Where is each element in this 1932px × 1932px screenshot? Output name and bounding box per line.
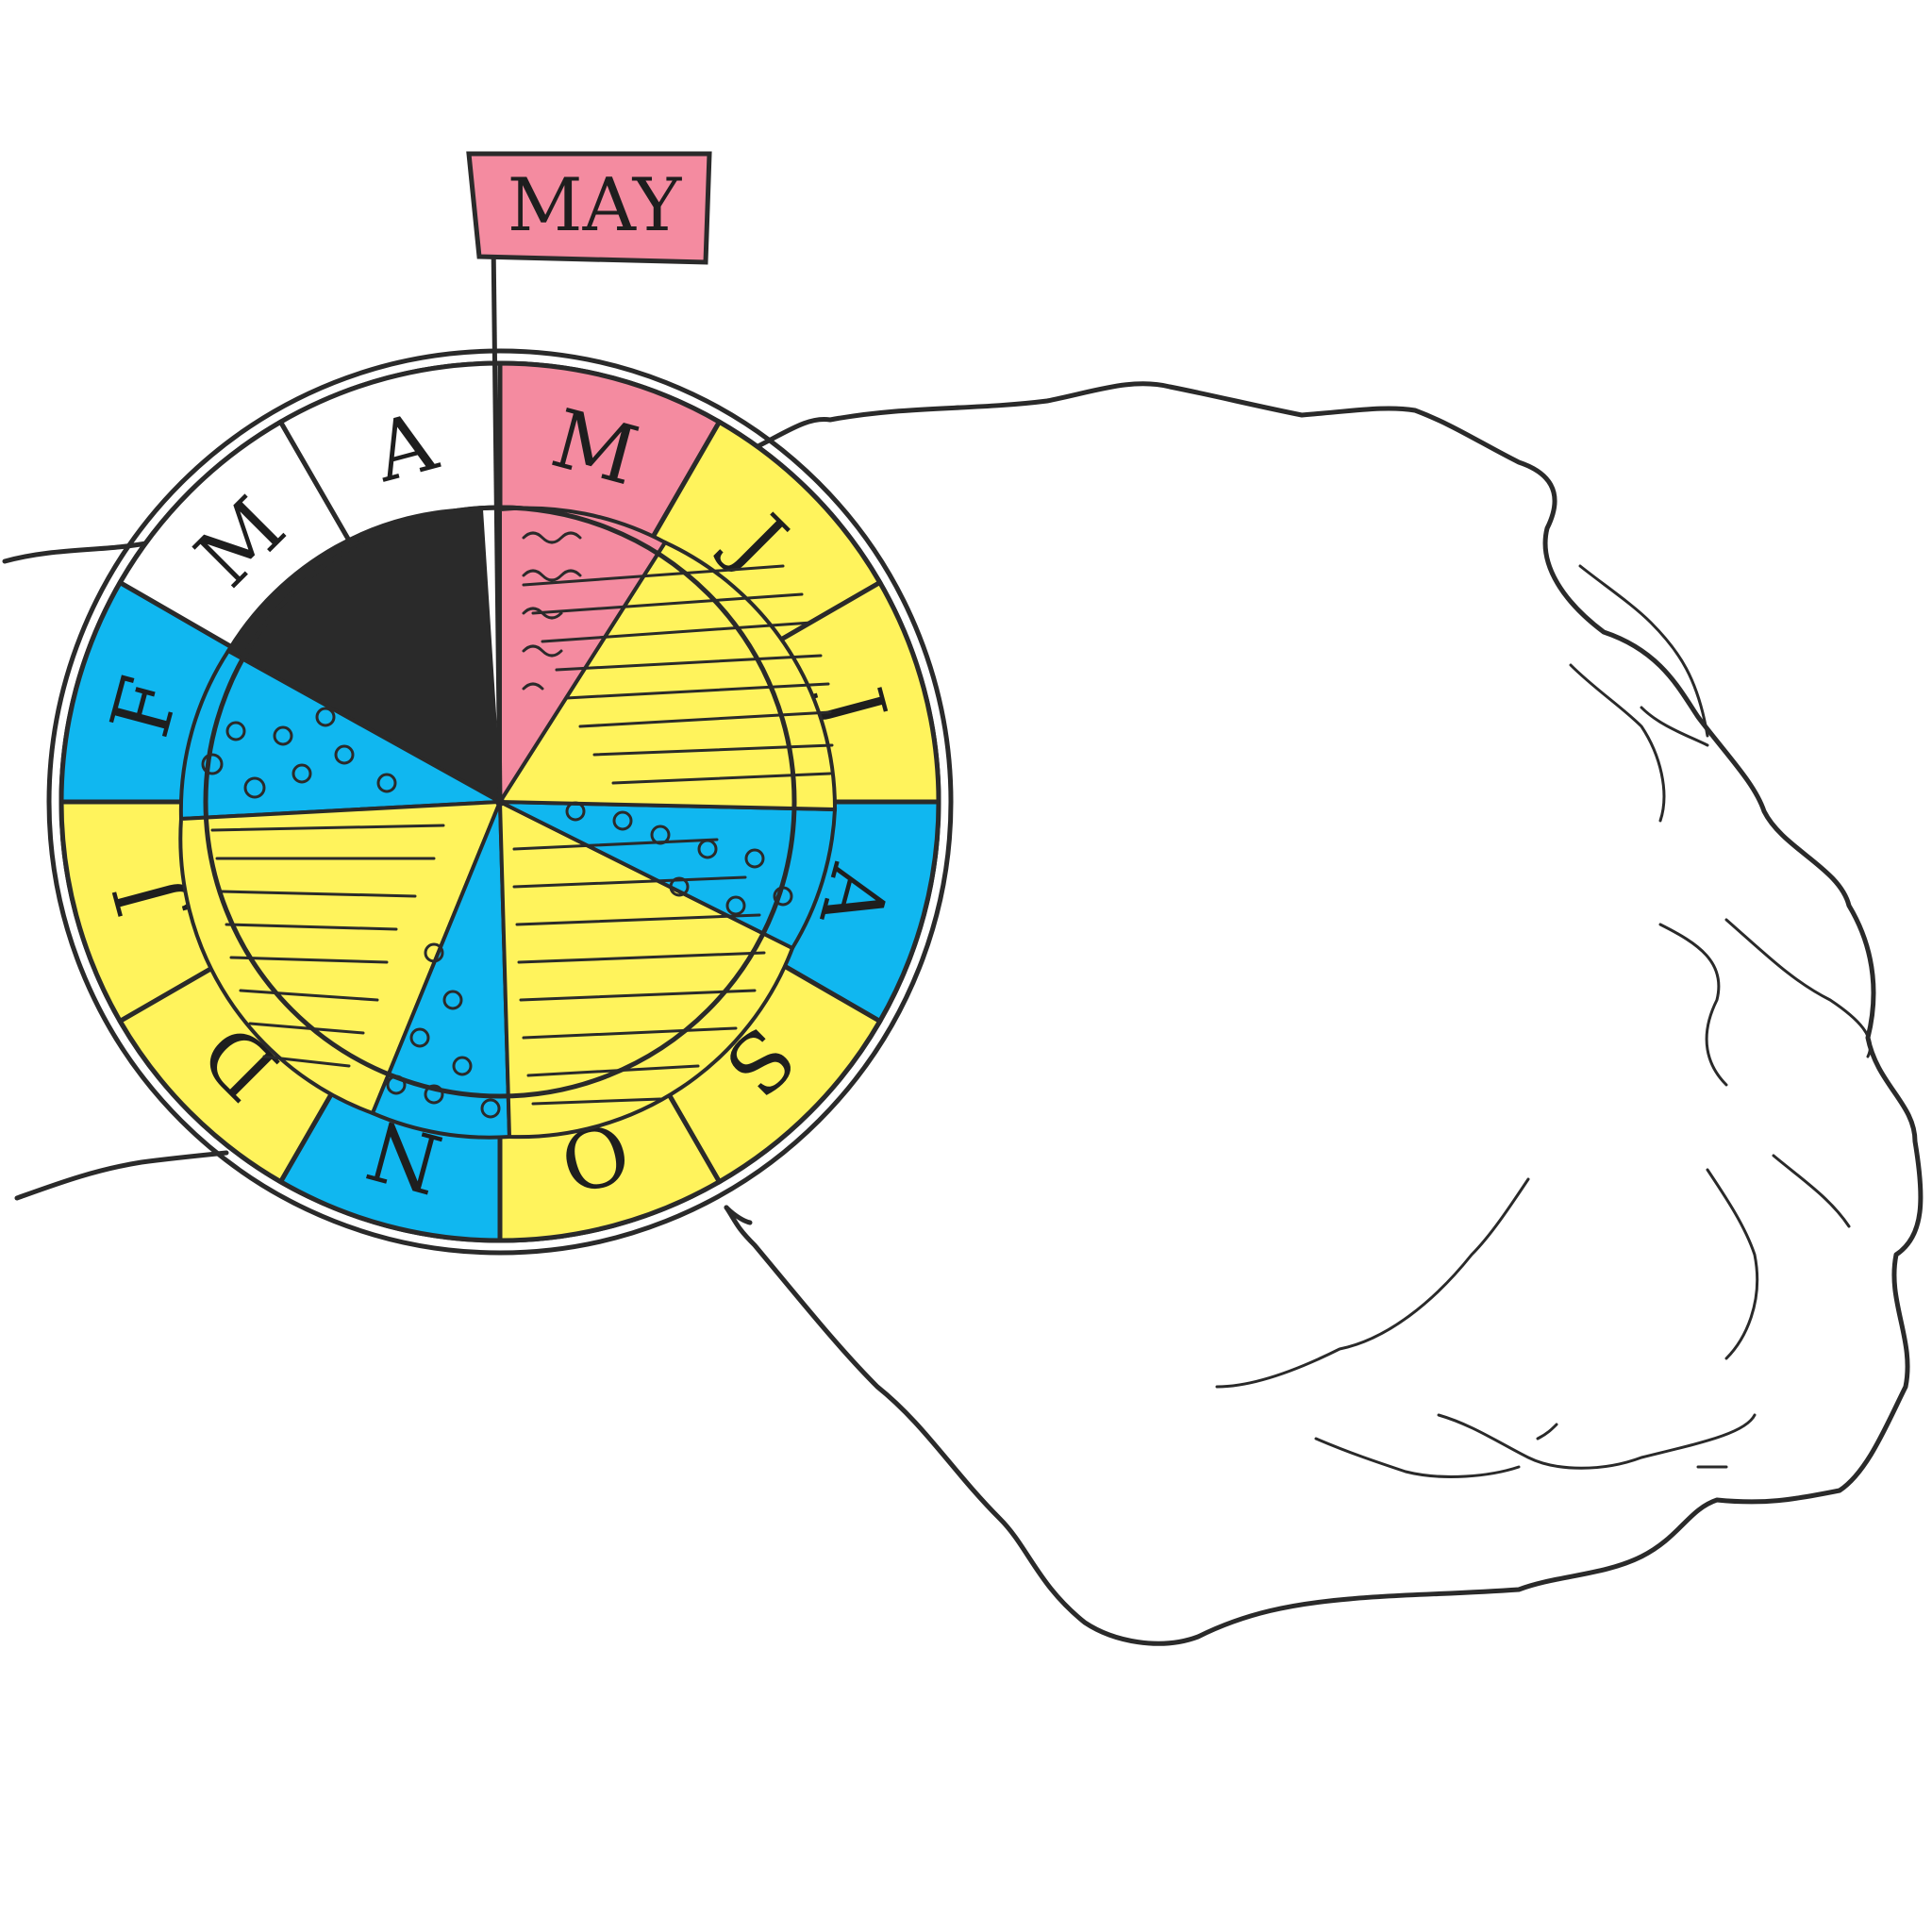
landmass-outline bbox=[2, 381, 1924, 1646]
wedge-winter-yellow bbox=[178, 799, 504, 1116]
wedge-summer-yellow bbox=[496, 540, 838, 812]
wedge-spring-blue bbox=[178, 648, 508, 822]
may-flag: MAY bbox=[466, 151, 712, 803]
wedge-textures bbox=[201, 531, 834, 1119]
season-disc bbox=[178, 505, 838, 1140]
wedge-autumn-blue bbox=[370, 801, 512, 1140]
wedge-summer-blue bbox=[499, 800, 838, 951]
flag-banner bbox=[466, 151, 712, 265]
flag-label: MAY bbox=[508, 163, 683, 248]
